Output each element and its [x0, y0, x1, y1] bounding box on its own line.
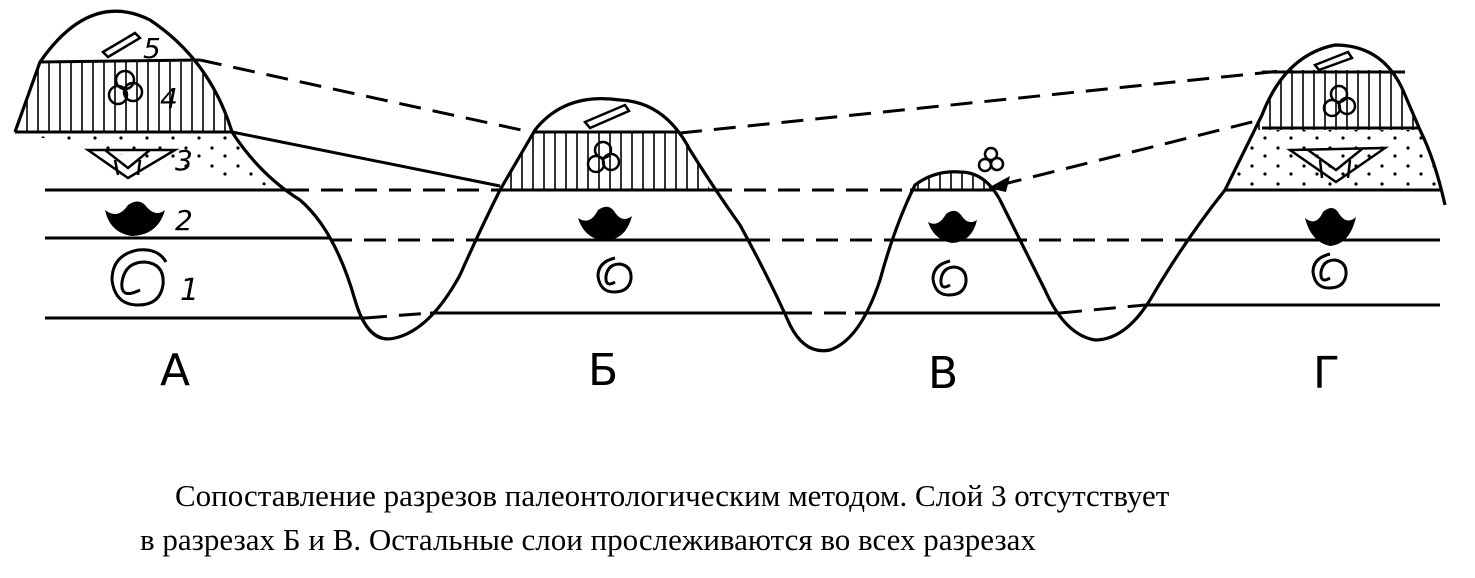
caption-line-1: Сопоставление разрезов палеонтологически…: [175, 478, 1169, 514]
layer-number-1: 1: [180, 273, 199, 308]
section-letter-b: Б: [588, 345, 618, 396]
trilobite-fossils: [88, 148, 1385, 182]
layer-number-5: 5: [143, 32, 161, 65]
correlation-dashed-lines: [200, 60, 1290, 318]
stratigraphic-sections-diagram: 5 4 3 2 1 А Б В Г: [0, 0, 1475, 460]
layer-number-3: 3: [175, 144, 193, 177]
section-a-fills: [0, 62, 300, 190]
terrain-profile: [15, 11, 1445, 351]
colonial-fossils: [109, 71, 1355, 172]
strata-lines: [45, 190, 1440, 318]
section-letter-g: Г: [1313, 348, 1340, 399]
section-letter-a: А: [160, 345, 190, 396]
ammonite-fossils: [112, 250, 1346, 305]
section-letters: А Б В Г: [160, 345, 1340, 399]
layer-number-2: 2: [175, 204, 193, 237]
section-letter-v: В: [928, 348, 958, 399]
figure-caption: Сопоставление разрезов палеонтологически…: [0, 470, 1475, 578]
layer-number-4: 4: [160, 82, 178, 115]
caption-line-2: в разрезах Б и В. Остальные слои прослеж…: [140, 522, 1036, 558]
belemnite-fossils: [103, 33, 1352, 128]
